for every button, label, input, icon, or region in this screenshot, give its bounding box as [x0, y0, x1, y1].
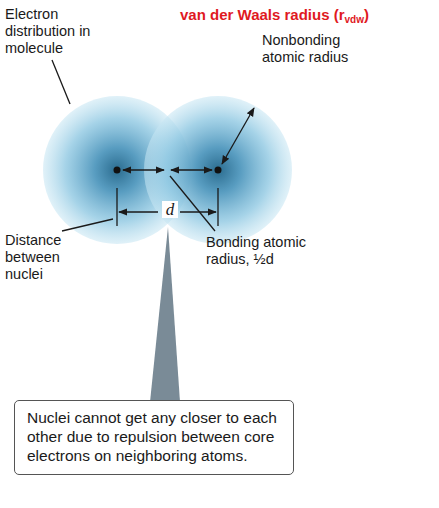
callout-box: Nuclei cannot get any closer to each oth…	[14, 400, 294, 475]
electron-cloud	[144, 96, 292, 244]
radius-label: Nonbonding atomic radius	[262, 32, 380, 66]
heading-part: )	[364, 6, 369, 23]
dimension-arrow	[119, 211, 158, 212]
leader-line	[62, 219, 113, 231]
heading-part: vdw	[345, 14, 364, 25]
radius-arrow	[123, 169, 164, 170]
callout-text: Nuclei cannot get any closer to each oth…	[27, 408, 279, 465]
dimension-tick	[217, 188, 218, 226]
heading-label: van der Waals radius (rvdw)	[180, 6, 369, 29]
callout-pointer	[150, 227, 180, 402]
dimension-tick	[116, 188, 117, 226]
nucleus	[215, 167, 222, 174]
leader-line	[52, 60, 70, 104]
nonbonding-radius-arrow	[222, 108, 254, 164]
dimension-label: d	[162, 201, 178, 218]
cloud-label: Electron distribution in molecule	[5, 6, 115, 57]
dimension-caption: Distance between nuclei	[5, 232, 100, 283]
heading-part: (r	[334, 6, 345, 23]
radius-label: Bonding atomic radius, ½d	[206, 234, 311, 268]
heading-part: van der Waals radius	[180, 6, 330, 23]
dimension-arrow	[180, 211, 216, 212]
nucleus	[114, 167, 121, 174]
radius-arrow	[171, 169, 212, 170]
